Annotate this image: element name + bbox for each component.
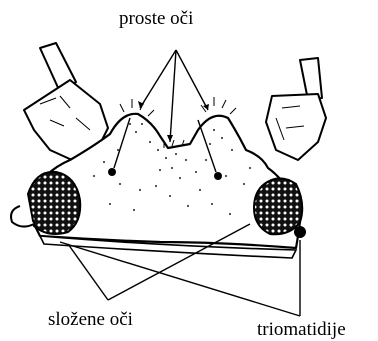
left-antenna (24, 43, 108, 160)
label-simple-eyes: proste oči (119, 9, 193, 28)
left-ocellus (108, 168, 116, 176)
right-compound-eye (254, 178, 306, 238)
right-antenna (266, 58, 326, 160)
label-compound-eyes: složene oči (48, 310, 133, 329)
left-compound-eye (11, 172, 80, 234)
right-ocellus (214, 172, 222, 180)
label-triommatidia: triomatidije (257, 320, 346, 339)
